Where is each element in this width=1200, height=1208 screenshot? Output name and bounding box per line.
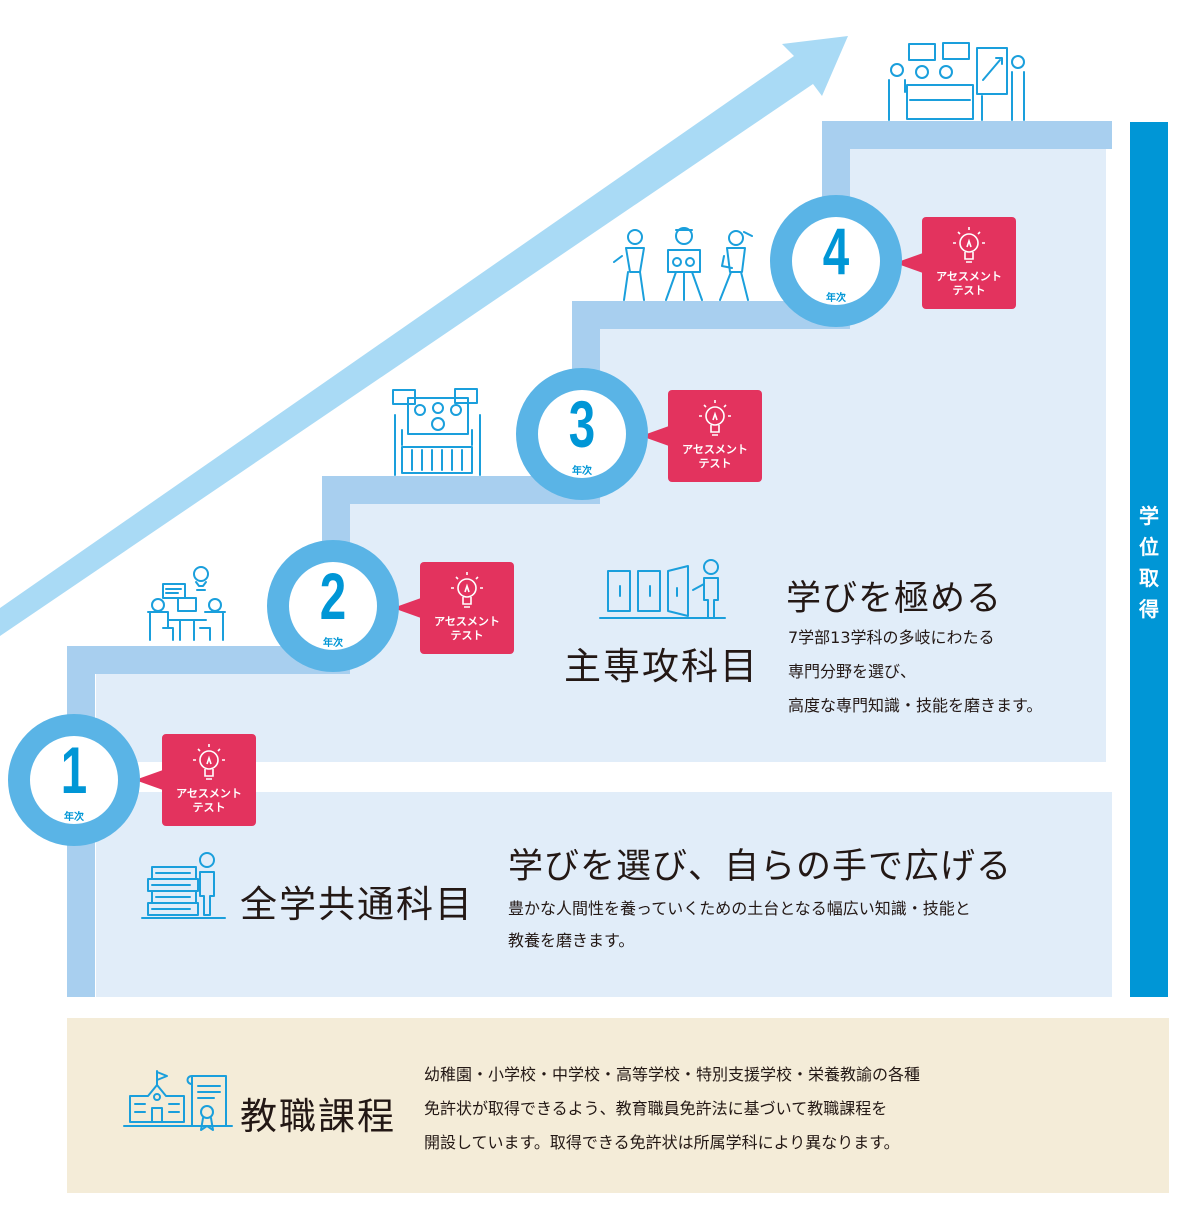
year-number-4: 4 — [822, 214, 850, 288]
teacher-course-line-3: 開設しています。取得できる免許状は所属学科により異なります。 — [424, 1133, 900, 1152]
lightbulb-icon — [193, 227, 985, 780]
degree-label-char-3: 取 — [1139, 566, 1159, 590]
year-suffix-1: 年次 — [64, 812, 84, 823]
professionals-illustration — [613, 227, 753, 301]
books-person-icon — [141, 852, 226, 919]
year-number-1: 1 — [60, 733, 88, 807]
school-certificate-icon — [123, 1070, 233, 1131]
assessment-badge-4 — [895, 217, 1016, 309]
door-person-icon — [599, 559, 726, 619]
year-suffix-4: 年次 — [826, 293, 846, 304]
major-course-heading: 学びを極める — [786, 579, 1003, 619]
teacher-course-line-2: 免許状が取得できるよう、教育職員免許法に基づいて教職課程を — [424, 1099, 888, 1118]
degree-label-char-2: 位 — [1139, 535, 1159, 559]
year-number-3: 3 — [568, 387, 596, 461]
assessment-badge-text-1: アセスメントテスト — [176, 787, 242, 814]
discussion-illustration — [147, 566, 226, 641]
major-course-title: 主専攻科目 — [564, 645, 759, 688]
assessment-badge-3 — [641, 390, 762, 482]
growth-arrow — [0, 36, 848, 636]
assessment-badge-text-2: アセスメントテスト — [434, 615, 500, 642]
year-circle-1 — [8, 714, 140, 846]
teacher-panel — [67, 1018, 1169, 1193]
year-circle-4 — [770, 195, 902, 327]
classroom-illustration — [392, 388, 481, 476]
degree-bar — [1130, 122, 1168, 997]
presentation-illustration — [888, 42, 1025, 121]
major-course-line-3: 高度な専門知識・技能を磨きます。 — [788, 696, 1043, 715]
degree-label-char-1: 学 — [1139, 504, 1159, 528]
year-suffix-2: 年次 — [323, 638, 343, 649]
assessment-badge-text-3: アセスメントテスト — [682, 443, 748, 470]
major-course-line-2: 専門分野を選び、 — [788, 662, 917, 681]
year-number-2: 2 — [319, 559, 347, 633]
year-suffix-3: 年次 — [572, 466, 592, 477]
common-course-title: 全学共通科目 — [240, 883, 474, 926]
teacher-course-line-1: 幼稚園・小学校・中学校・高等学校・特別支援学校・栄養教諭の各種 — [424, 1065, 921, 1084]
teacher-course-title: 教職課程 — [240, 1095, 396, 1138]
assessment-badge-text-4: アセスメントテスト — [936, 270, 1002, 297]
common-panel — [96, 792, 1112, 997]
year-circle-3 — [516, 368, 648, 500]
common-course-heading: 学びを選び、自らの手で広げる — [508, 847, 1013, 887]
common-course-line-1: 豊かな人間性を養っていくための土台となる幅広い知識・技能と — [508, 899, 971, 918]
major-course-line-1: 7学部13学科の多岐にわたる — [788, 628, 995, 647]
assessment-badge-2 — [393, 562, 514, 654]
degree-label-char-4: 得 — [1139, 597, 1159, 621]
year-circle-2 — [267, 540, 399, 672]
assessment-badge-1 — [135, 734, 256, 826]
common-course-line-2: 教養を磨きます。 — [508, 931, 635, 950]
